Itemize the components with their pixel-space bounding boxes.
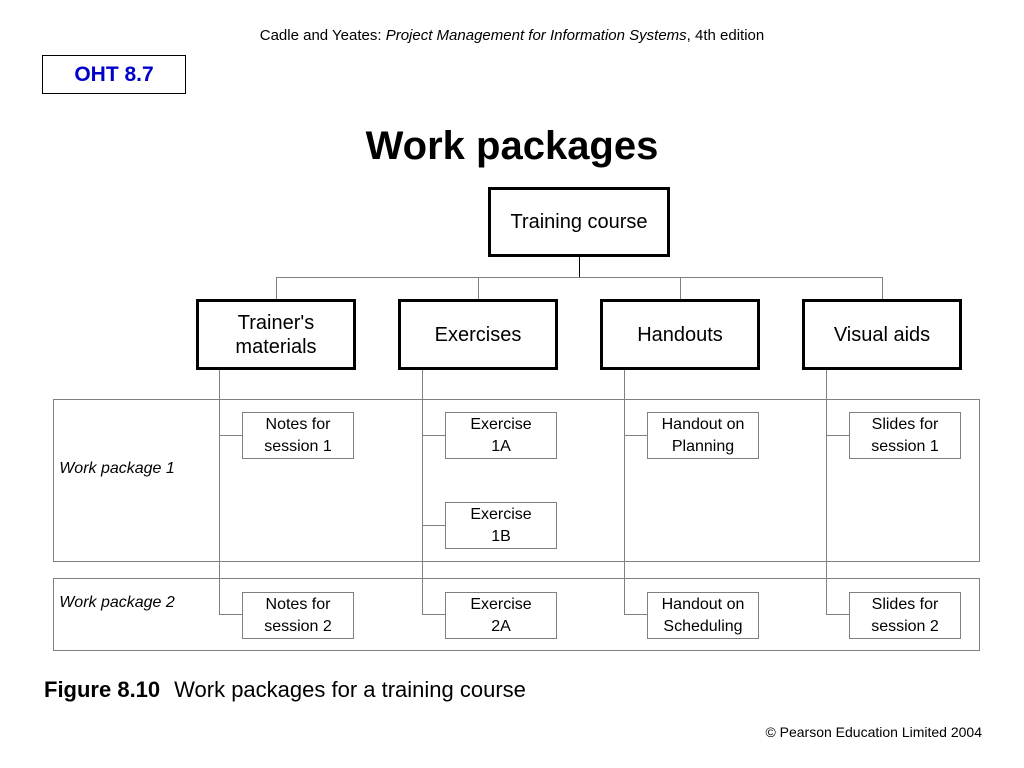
category-node-trainers-materials: Trainer's materials (196, 299, 356, 370)
item-label: Slides for session 2 (871, 595, 939, 635)
citation-edition: , 4th edition (686, 27, 765, 44)
item-label: Notes for session 2 (264, 595, 332, 635)
work-package-1-frame (53, 399, 980, 562)
wp1-item-slides-session-1: Slides for session 1 (849, 412, 961, 459)
connector-to-handouts (680, 277, 681, 300)
category-label: Trainer's materials (235, 311, 317, 358)
wp2-item-slides-session-2: Slides for session 2 (849, 592, 961, 639)
slide-reference-label: OHT 8.7 (74, 62, 154, 86)
copyright-notice: © Pearson Education Limited 2004 (765, 724, 982, 740)
work-package-2-frame (53, 578, 980, 651)
connector-to-visual-aids (882, 277, 883, 300)
item-label: Handout on Planning (661, 415, 745, 455)
item-label: Handout on Scheduling (661, 595, 745, 635)
category-label: Exercises (434, 323, 522, 346)
root-node-label: Training course (510, 211, 648, 233)
wp2-item-handout-scheduling: Handout on Scheduling (647, 592, 759, 639)
category-node-visual-aids: Visual aids (802, 299, 962, 370)
branch-exercise-1b (422, 525, 445, 526)
branch-notes-session-2 (219, 614, 242, 615)
figure-caption: Figure 8.10 Work packages for a training … (44, 676, 526, 704)
spine-visual-aids (826, 369, 827, 614)
item-label: Notes for session 1 (264, 415, 332, 455)
root-node-training-course: Training course (488, 187, 670, 257)
connector-to-trainers-materials (276, 277, 277, 300)
branch-slides-session-2 (826, 614, 849, 615)
wp1-item-notes-session-1: Notes for session 1 (242, 412, 354, 459)
wp2-item-notes-session-2: Notes for session 2 (242, 592, 354, 639)
citation-authors: Cadle and Yeates: (259, 27, 386, 44)
slide-reference-box: OHT 8.7 (42, 55, 186, 94)
source-citation: Cadle and Yeates: Project Management for… (0, 27, 1024, 45)
citation-book-title: Project Management for Information Syste… (385, 27, 687, 44)
wp1-item-exercise-1a: Exercise 1A (445, 412, 557, 459)
branch-exercise-1a (422, 435, 445, 436)
spine-exercises (422, 369, 423, 614)
branch-slides-session-1 (826, 435, 849, 436)
figure-number: Figure 8.10 (44, 677, 161, 702)
work-package-1-label: Work package 1 (59, 460, 175, 477)
connector-root-down (579, 256, 580, 277)
connector-to-exercises (478, 277, 479, 300)
item-label: Exercise 1B (470, 505, 532, 545)
spine-handouts (624, 369, 625, 614)
category-node-handouts: Handouts (600, 299, 760, 370)
category-label: Handouts (637, 323, 723, 346)
branch-handout-scheduling (624, 614, 647, 615)
wp2-item-exercise-2a: Exercise 2A (445, 592, 557, 639)
branch-exercise-2a (422, 614, 445, 615)
work-package-2-label: Work package 2 (59, 594, 175, 611)
wp1-item-handout-planning: Handout on Planning (647, 412, 759, 459)
branch-handout-planning (624, 435, 647, 436)
item-label: Exercise 2A (470, 595, 532, 635)
figure-caption-text: Work packages for a training course (174, 677, 526, 702)
category-node-exercises: Exercises (398, 299, 558, 370)
connector-categories-bar (276, 277, 882, 278)
item-label: Exercise 1A (470, 415, 532, 455)
item-label: Slides for session 1 (871, 415, 939, 455)
page-title: Work packages (365, 124, 659, 168)
branch-notes-session-1 (219, 435, 242, 436)
category-label: Visual aids (833, 323, 931, 346)
wp1-item-exercise-1b: Exercise 1B (445, 502, 557, 549)
spine-trainers-materials (219, 369, 220, 614)
